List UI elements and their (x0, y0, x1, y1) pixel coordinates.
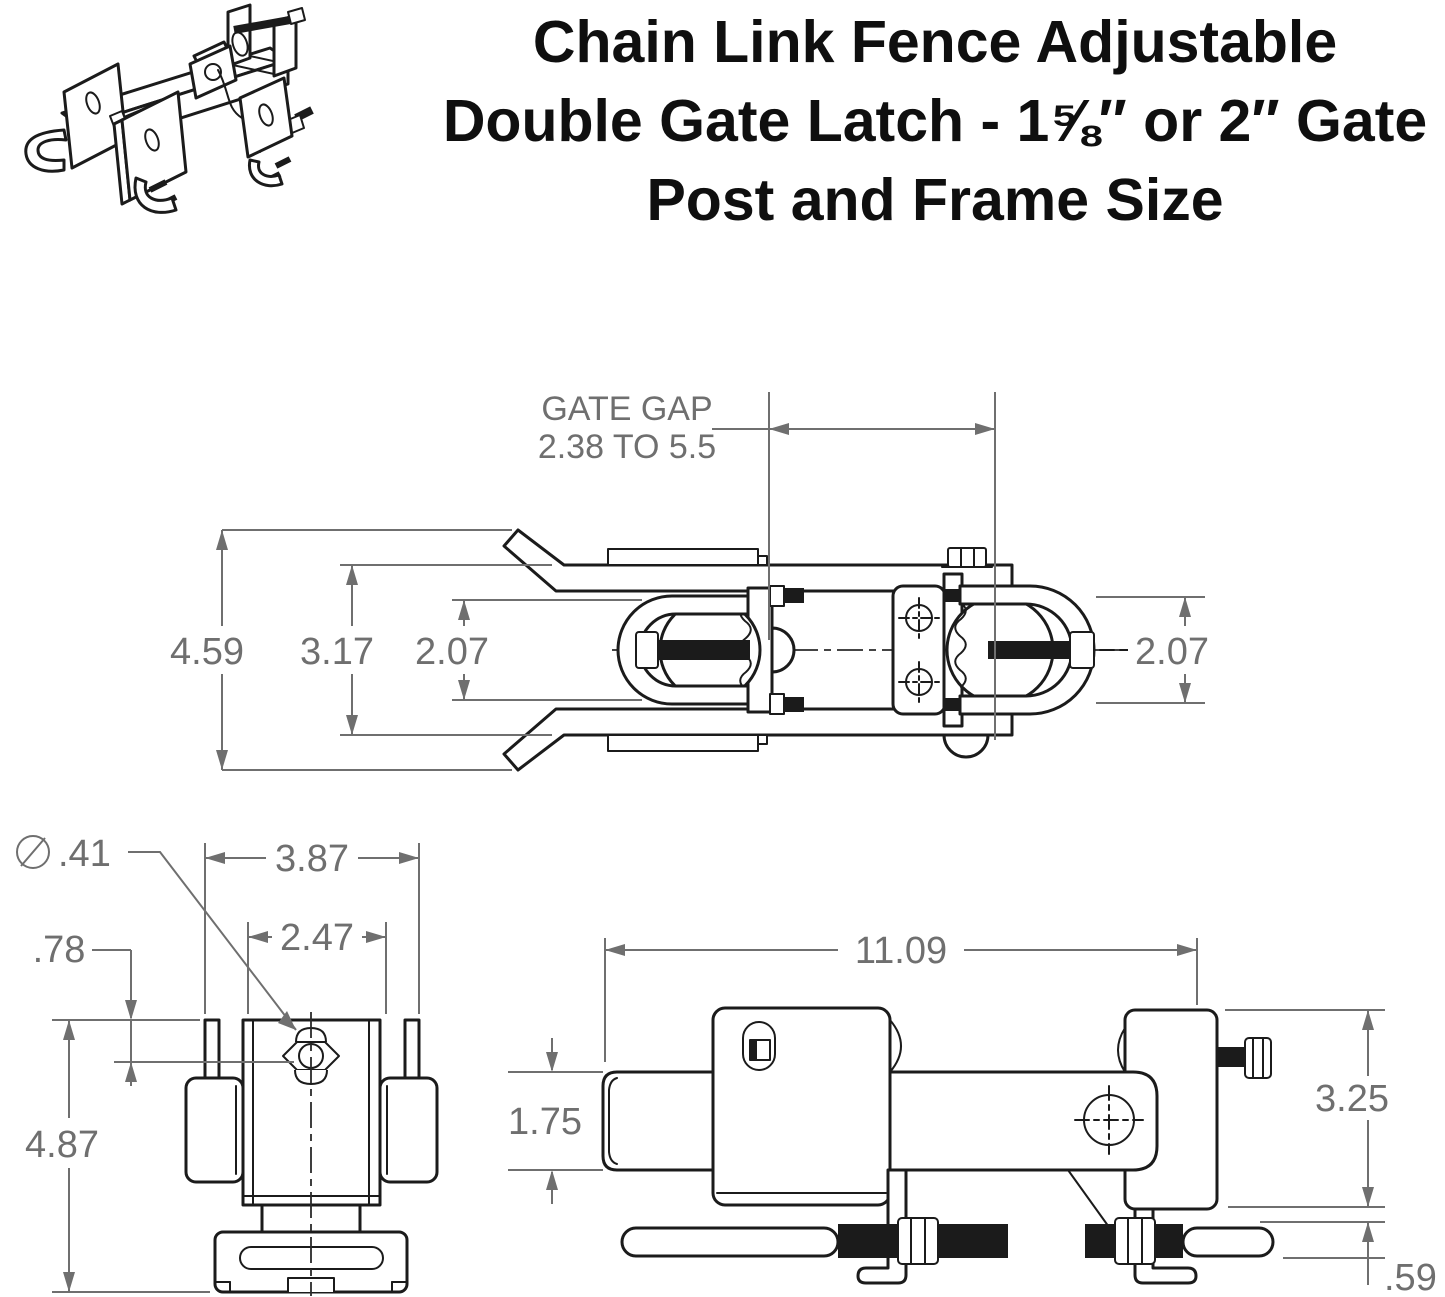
latch-handle-hook (24, 128, 68, 173)
right-clamp-rod (988, 641, 1070, 659)
bracket-bolt-thread (1217, 1047, 1245, 1067)
clamp-plate-3 (238, 76, 294, 159)
pivot-hole (204, 63, 222, 81)
dim-inner-plate-width-label: 2.47 (280, 917, 354, 959)
keeper-bolt-head (942, 733, 990, 759)
gate-gap-dimension: GATE GAP 2.38 TO 5.5 (538, 390, 996, 740)
title-line-3: Post and Frame Size (646, 167, 1223, 233)
clamp-plate-2 (120, 90, 188, 202)
isometric-view (24, 3, 314, 214)
dim-right-post-diameter-label: 2.07 (1135, 631, 1209, 673)
u-bolt-thread-bottom (784, 697, 804, 712)
dim-right-post-diameter: 2.07 (1096, 596, 1218, 704)
clamp-plate-left-end (184, 1076, 245, 1184)
dim-left-post-diameter-label: 2.07 (415, 631, 489, 673)
left-clamp-rod (658, 640, 750, 660)
top-view: GATE GAP 2.38 TO 5.5 4.59 (160, 390, 1218, 772)
dim-fork-outer-width: 3.17 (292, 564, 552, 736)
dim-bar-height-label: 1.75 (508, 1101, 582, 1143)
dim-overall-height-label: 4.87 (25, 1124, 99, 1166)
right-post-knurl (954, 601, 967, 688)
title-line-1: Chain Link Fence Adjustable (533, 9, 1337, 75)
gate-gap-label-line2: 2.38 TO 5.5 (538, 428, 716, 466)
dim-mount-plate-width-label: 3.87 (275, 838, 349, 880)
dim-foot-offset: .59 (1260, 1221, 1437, 1297)
fork-pad-top (607, 548, 759, 566)
post-curve-left (889, 1019, 902, 1073)
right-rod-nut (1069, 631, 1095, 669)
dim-hole-diameter: .41 (16, 833, 297, 1031)
left-rod-hex-nut (897, 1217, 939, 1265)
dim-overall-length-label: 11.09 (855, 930, 947, 972)
right-u-bolt (958, 584, 1096, 716)
u-bolt-iso-right (247, 158, 284, 188)
dim-hole-offset-label: .78 (33, 929, 86, 971)
dim-foot-offset-label: .59 (1384, 1257, 1437, 1297)
left-carriage-head (770, 626, 796, 674)
dim-left-post-diameter: 2.07 (408, 599, 642, 701)
left-rod-smooth (620, 1226, 840, 1258)
u-bolt-thread-top (784, 588, 804, 603)
side-view: 11.09 1.75 3.25 .5 (508, 930, 1437, 1297)
dim-hole-diameter-label: .41 (58, 833, 111, 875)
left-u-bolt (616, 594, 750, 706)
u-bolt-iso-left (133, 176, 178, 214)
keeper-plate-side (711, 1006, 892, 1207)
dim-inner-plate-width: 2.47 (247, 917, 387, 1014)
cradle-bolt-nut (287, 7, 306, 25)
right-rod-hex-nut (1114, 1217, 1156, 1265)
cradle-bolt (233, 16, 291, 34)
fork-pad-bottom (607, 734, 759, 752)
dim-bracket-height: 3.25 (1225, 1009, 1394, 1208)
bracket-bolt-nut (1244, 1037, 1272, 1079)
end-view: .41 3.87 2.47 .78 (14, 833, 439, 1296)
title-line-2: Double Gate Latch - 1⅝″ or 2″ Gate (443, 88, 1427, 154)
dim-fork-outer-width-label: 3.17 (300, 631, 374, 673)
dim-overall-height: 4.87 (14, 1019, 210, 1293)
dim-bar-height: 1.75 (508, 1038, 603, 1204)
left-rod-nut (635, 631, 659, 669)
bar-end-cap (608, 1077, 618, 1165)
dim-overall-depth: 4.59 (160, 529, 512, 771)
page-title: Chain Link Fence Adjustable Double Gate … (443, 9, 1427, 233)
dim-mount-plate-width: 3.87 (204, 838, 420, 1014)
keeper-bolt-nut (947, 547, 987, 568)
dim-bracket-height-label: 3.25 (1315, 1078, 1389, 1120)
right-rod-smooth (1181, 1226, 1275, 1258)
diameter-symbol-icon (16, 835, 50, 869)
post-curve-right (1117, 1027, 1126, 1073)
clamp-plate-right-end (378, 1076, 439, 1184)
dim-hole-offset: .78 (33, 929, 294, 1086)
dim-overall-depth-label: 4.59 (170, 631, 244, 673)
gate-gap-label-line1: GATE GAP (541, 390, 712, 428)
dim-overall-length: 11.09 (604, 930, 1198, 1062)
